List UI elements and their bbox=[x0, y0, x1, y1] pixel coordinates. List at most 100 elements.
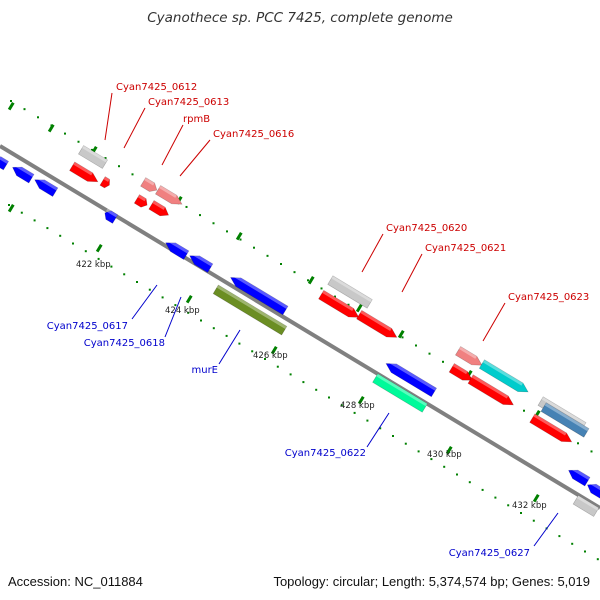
tick-dot bbox=[415, 344, 417, 347]
gene-feature bbox=[0, 154, 9, 171]
accession-text: Accession: NC_011884 bbox=[8, 574, 143, 589]
tick-dot bbox=[347, 303, 350, 306]
tick-dot bbox=[404, 442, 407, 445]
gene-feature bbox=[478, 359, 529, 393]
tick-dot bbox=[442, 360, 444, 363]
major-tick bbox=[307, 276, 315, 285]
gene-highlight bbox=[360, 310, 392, 332]
gene-highlight bbox=[452, 363, 468, 375]
callout-line bbox=[482, 302, 506, 342]
gene-feature bbox=[69, 161, 99, 183]
gene-arrow bbox=[155, 185, 183, 205]
gene-label: Cyan7425_0623 bbox=[508, 292, 589, 303]
gene-arrow bbox=[230, 277, 289, 316]
gene-arrow bbox=[448, 363, 473, 381]
gene-label: Cyan7425_0613 bbox=[148, 97, 229, 108]
gene-label: Cyan7425_0618 bbox=[84, 338, 165, 349]
gene-feature bbox=[467, 374, 514, 406]
gene-label: rpmB bbox=[183, 114, 210, 125]
gene-highlight bbox=[166, 238, 189, 254]
tick-dot bbox=[334, 295, 336, 298]
gene-arrow bbox=[356, 309, 398, 338]
gene-features bbox=[0, 145, 600, 517]
major-tick bbox=[445, 445, 453, 455]
tick-dot bbox=[104, 157, 107, 160]
gene-arrow bbox=[385, 363, 437, 398]
gene-highlight bbox=[152, 200, 166, 210]
tick-dot bbox=[185, 205, 188, 208]
tick-dot bbox=[91, 148, 93, 151]
gene-highlight bbox=[544, 402, 589, 432]
major-tick bbox=[185, 295, 193, 304]
gene-highlight bbox=[13, 163, 35, 177]
tick-dot bbox=[8, 204, 10, 206]
gene-label: Cyan7425_0612 bbox=[116, 82, 197, 93]
tick-dot bbox=[136, 281, 138, 283]
tick-dot bbox=[84, 250, 87, 253]
tick-dot bbox=[443, 465, 446, 468]
tick-dot bbox=[64, 132, 66, 135]
gene-highlight bbox=[541, 396, 586, 426]
tick-label: 432 kbp bbox=[512, 501, 547, 511]
tick-dot bbox=[253, 246, 255, 249]
major-tick bbox=[270, 346, 278, 355]
tick-dot bbox=[523, 409, 525, 412]
tick-dot bbox=[174, 304, 177, 307]
gene-arrow bbox=[455, 346, 483, 366]
gene-highlight bbox=[533, 413, 567, 436]
gene-arrow bbox=[78, 145, 108, 169]
gene-feature bbox=[104, 208, 119, 224]
gene-highlight bbox=[576, 495, 599, 511]
gene-feature bbox=[385, 359, 437, 398]
tick-dot bbox=[520, 512, 522, 514]
gene-feature bbox=[99, 176, 110, 189]
gene-arrow bbox=[140, 177, 158, 192]
gene-arrow bbox=[99, 176, 110, 189]
gene-feature bbox=[34, 175, 59, 197]
tick-dot bbox=[289, 373, 292, 376]
tick-dot bbox=[456, 473, 458, 476]
tick-dot bbox=[584, 550, 586, 553]
tick-dot bbox=[494, 496, 497, 499]
gene-arrow bbox=[467, 374, 514, 406]
map-title: Cyanothece sp. PCC 7425, complete genome bbox=[147, 10, 453, 26]
tick-dot bbox=[97, 257, 100, 260]
gene-feature bbox=[540, 402, 590, 438]
gene-highlight bbox=[322, 290, 354, 312]
callout-line bbox=[164, 296, 182, 338]
tick-dot bbox=[225, 334, 228, 337]
tick-dot bbox=[226, 230, 228, 233]
gene-label: Cyan7425_0621 bbox=[425, 243, 506, 254]
gene-highlight bbox=[231, 273, 288, 309]
gene-feature bbox=[448, 363, 473, 381]
gene-arrow bbox=[0, 156, 9, 171]
gene-highlight bbox=[137, 194, 147, 202]
gene-feature bbox=[189, 251, 214, 273]
tick-dot bbox=[10, 100, 12, 102]
tick-dot bbox=[590, 450, 593, 453]
tick-dot bbox=[72, 242, 74, 245]
major-tick bbox=[357, 396, 365, 405]
major-tick bbox=[235, 232, 243, 241]
tick-dot bbox=[37, 116, 39, 119]
tick-dot bbox=[212, 327, 215, 330]
gene-highlight bbox=[331, 275, 373, 303]
tick-dot bbox=[366, 419, 369, 422]
gene-arrow bbox=[133, 194, 148, 208]
gene-highlight bbox=[190, 251, 213, 267]
gene-arrow bbox=[148, 200, 170, 217]
tick-dot bbox=[302, 381, 305, 384]
tick-dot bbox=[187, 311, 190, 314]
callout-line bbox=[401, 253, 423, 293]
gene-feature bbox=[78, 145, 108, 169]
tick-dot bbox=[161, 296, 164, 299]
tick-dot bbox=[430, 458, 433, 461]
gene-highlight bbox=[82, 145, 108, 163]
gene-feature bbox=[155, 185, 183, 205]
gene-highlight bbox=[459, 346, 477, 359]
gene-feature bbox=[529, 413, 573, 443]
tick-dot bbox=[417, 450, 420, 453]
gene-arrow bbox=[372, 373, 428, 413]
tick-dot bbox=[468, 481, 471, 484]
tick-dot bbox=[328, 396, 330, 399]
